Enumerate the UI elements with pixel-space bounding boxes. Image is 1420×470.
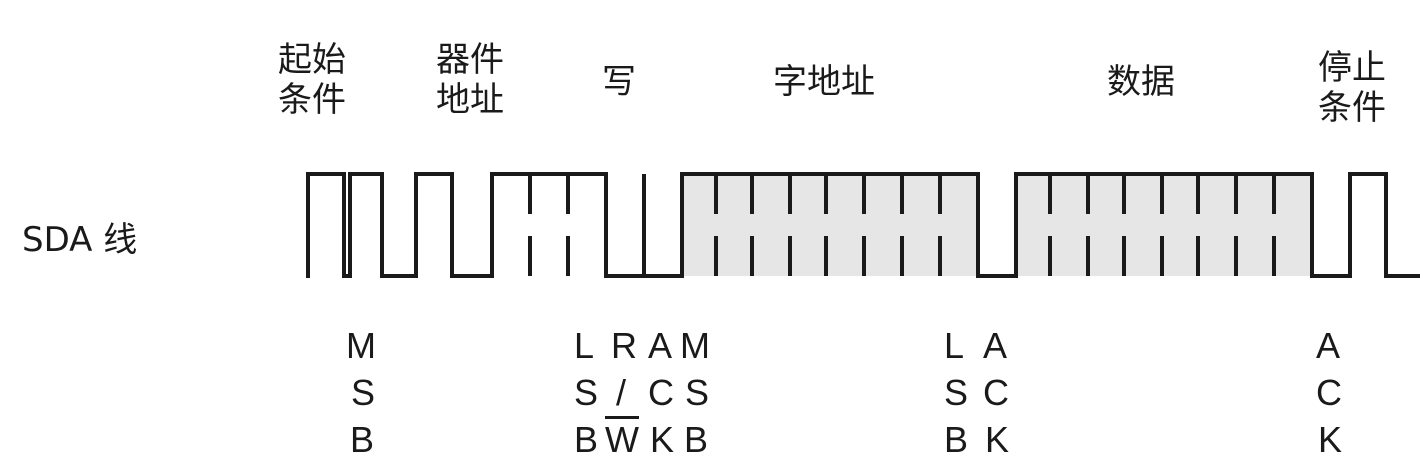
data-header: 数据 [1107,62,1175,102]
word-address-header: 字地址 [773,62,875,102]
start-condition-header: 起始 条件 [278,40,346,120]
msb-1-letter-2: S [351,372,376,413]
rw-letter-3: W [605,419,639,460]
msb-2-letter-3: B [684,419,709,460]
sda-line-label: SDA 线 [22,220,138,260]
ack-2-letter-3: K [985,419,1010,460]
msb-1-letter-1: M [346,325,376,366]
device-address-line1: 器件 [436,40,504,80]
ack-2-letter-2: C [983,372,1009,413]
device-address-header: 器件 地址 [436,40,504,120]
sda-signal-trace [306,172,1420,278]
device-address-line2: 地址 [436,80,504,120]
lsb-1-letter-1: L [574,325,595,366]
rw-letter-2: / [616,372,627,413]
stop-condition-line2: 条件 [1318,88,1386,128]
write-header: 写 [602,62,636,102]
stop-condition-line1: 停止 [1318,48,1386,88]
ack-3-letter-3: K [1318,419,1343,460]
word-address-fill [682,174,978,276]
ack-1-letter-1: A [648,325,673,366]
msb-1-letter-3: B [350,419,375,460]
ack-1-letter-3: K [650,419,675,460]
ack-3-letter-1: A [1316,325,1341,366]
lsb-2-letter-3: B [944,419,969,460]
rw-letter-1: R [611,325,637,366]
ack-1-letter-2: C [648,372,674,413]
ack-3-letter-2: C [1316,372,1342,413]
lsb-1-letter-3: B [574,419,599,460]
lsb-2-letter-1: L [944,325,965,366]
msb-2-letter-1: M [680,325,710,366]
lsb-1-letter-2: S [574,372,599,413]
start-condition-line1: 起始 [278,40,346,80]
start-condition-line2: 条件 [278,80,346,120]
msb-2-letter-2: S [685,372,710,413]
stop-condition-header: 停止 条件 [1318,48,1386,128]
lsb-2-letter-2: S [944,372,969,413]
ack-2-letter-1: A [983,325,1008,366]
